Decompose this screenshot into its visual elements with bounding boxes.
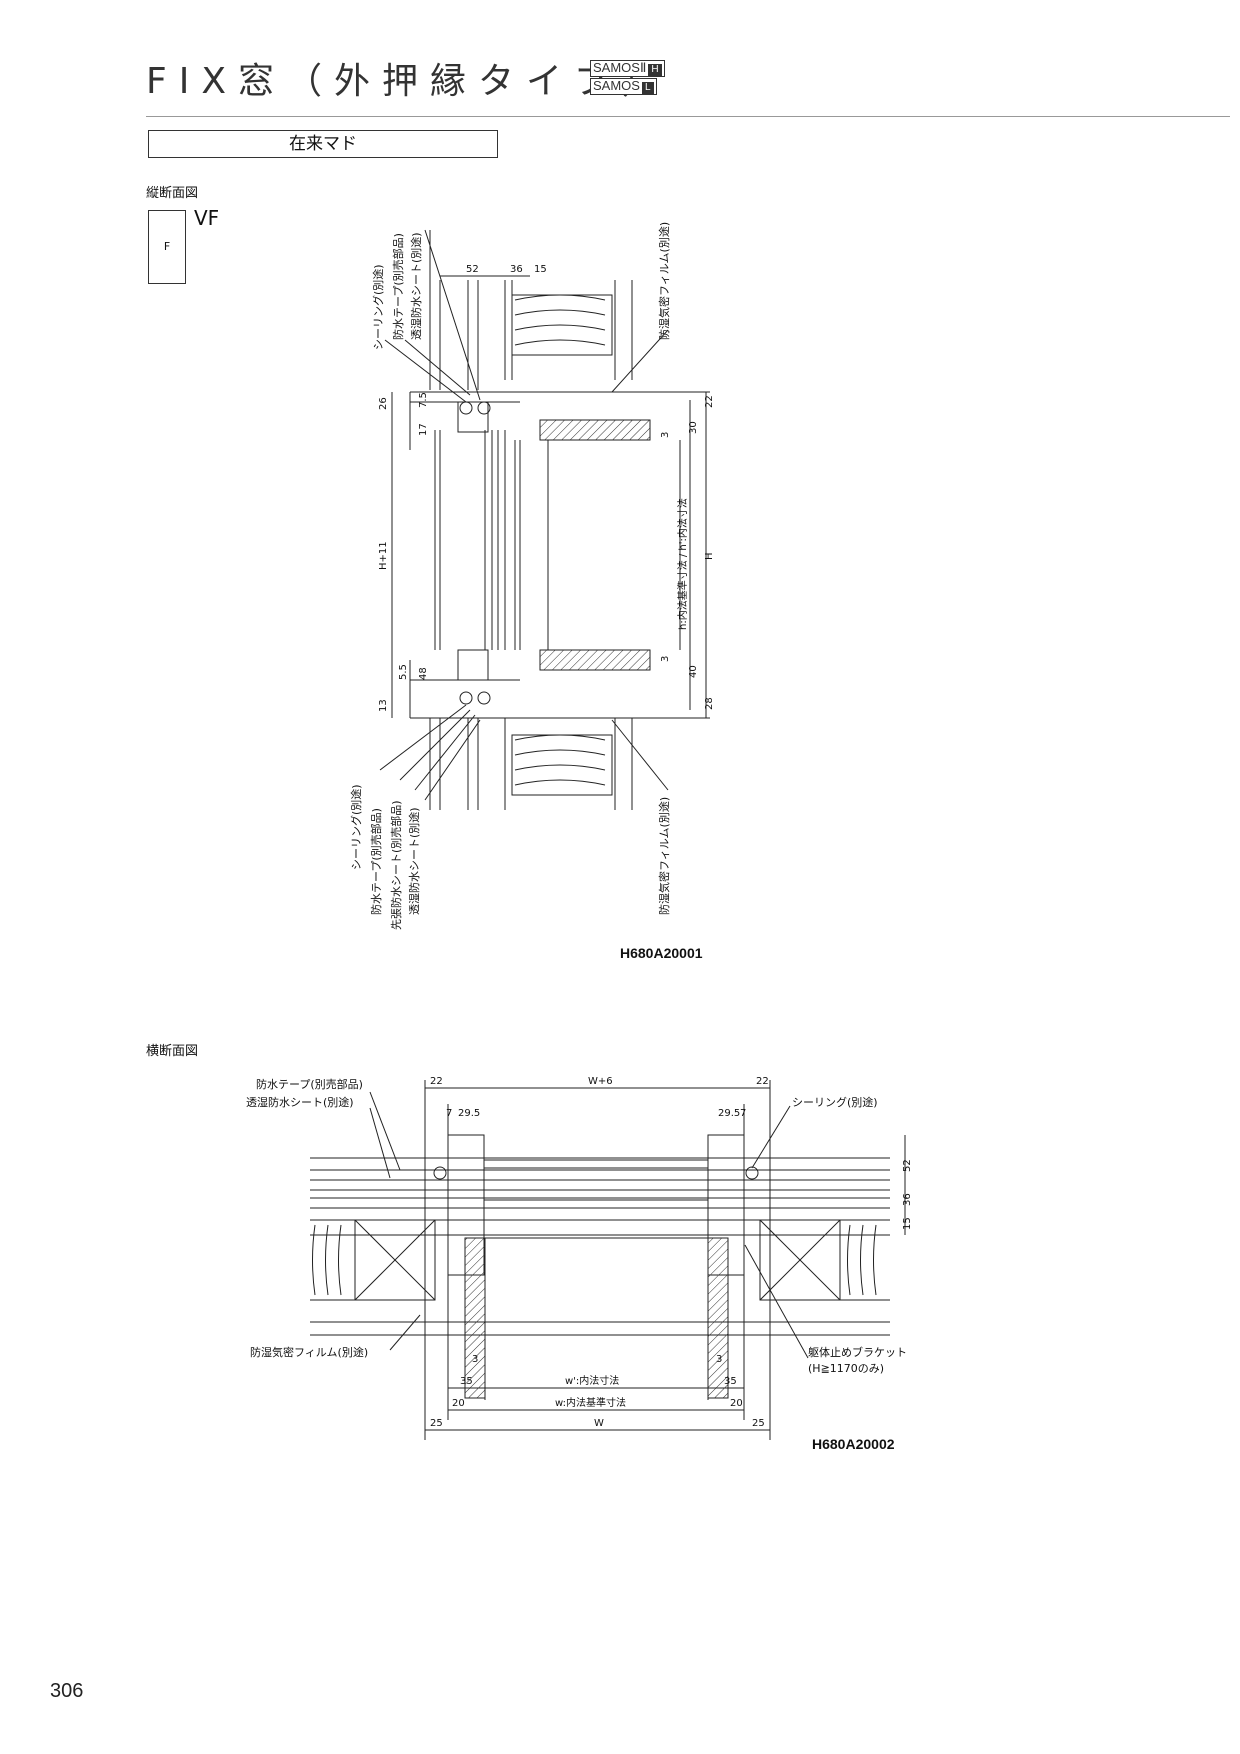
dim-left-48: 48: [418, 667, 429, 680]
dim-top-52: 52: [466, 264, 479, 275]
note-bottom-breathable-sheet: 透湿防水シート(別途): [407, 807, 421, 915]
dim-bottom-25-right: 25: [752, 1418, 765, 1429]
dim-top-29-5-left: 29.5: [458, 1108, 480, 1119]
dim-right-3-top: 3: [660, 432, 671, 438]
dim-right-h: H: [704, 552, 715, 560]
note-waterproof-tape: 防水テープ(別売部品): [256, 1077, 363, 1091]
dim-bottom-inner-w: w:内法基準寸法: [555, 1396, 626, 1409]
series-mark: L: [641, 82, 654, 94]
note-bottom-waterproof-tape: 防水テープ(別売部品): [369, 808, 383, 915]
dim-top-36: 36: [510, 264, 523, 275]
note-breathable-sheet: 透湿防水シート(別途): [246, 1095, 354, 1109]
page-number: 306: [50, 1680, 84, 1702]
dim-bottom-3-right: 3: [716, 1354, 722, 1365]
horizontal-section-drawing: 22 W+6 22 7 29.5 29.5 7 52 36 15 3 3 35 …: [246, 1076, 913, 1440]
dim-right-3-bottom: 3: [660, 656, 671, 662]
dim-right-28: 28: [704, 697, 715, 710]
dim-right-30: 30: [688, 421, 699, 434]
series-name: SAMOSⅡ: [593, 60, 647, 75]
note-top-waterproof-tape: 防水テープ(別売部品): [391, 233, 405, 340]
dim-right-15: 15: [902, 1217, 913, 1230]
dim-bottom-20-right: 20: [730, 1398, 743, 1409]
dim-left-17: 17: [418, 423, 429, 436]
dim-right-36: 36: [902, 1193, 913, 1206]
note-sealing: シーリング(別途): [792, 1095, 878, 1109]
note-bottom-sealing: シーリング(別途): [349, 784, 363, 870]
series-name: SAMOS: [593, 78, 640, 93]
dim-left-h-plus-11: H+11: [378, 541, 389, 570]
note-bottom-vapor-film: 防湿気密フィルム(別途): [657, 797, 671, 915]
drawing-code-vertical: H680A20001: [620, 945, 703, 961]
vertical-section-label: 縦断面図: [146, 186, 199, 201]
header-rule: [146, 116, 1230, 117]
dim-right-40: 40: [688, 665, 699, 678]
type-box: F: [148, 210, 186, 284]
dim-bottom-20-left: 20: [452, 1398, 465, 1409]
note-top-sealing: シーリング(別途): [371, 264, 385, 350]
dim-bottom-3-left: 3: [472, 1354, 478, 1365]
dim-top-7-right: 7: [740, 1108, 746, 1119]
dim-top-15: 15: [534, 264, 547, 275]
dim-top-w-plus-6: W+6: [588, 1076, 613, 1087]
note-top-breathable-sheet: 透湿防水シート(別途): [409, 232, 423, 340]
dim-left-26: 26: [378, 397, 389, 410]
dim-bottom-35-left: 35: [460, 1376, 473, 1387]
dim-bottom-inner-w-prime: w':内法寸法: [565, 1374, 619, 1387]
dim-right-inner-h: h:内法基準寸法 / h':内法寸法: [676, 498, 689, 630]
note-bottom-pre-sheet: 先張防水シート(別売部品): [389, 800, 403, 930]
page-title: FIX窓（外押縁タイプ）: [146, 61, 670, 102]
note-bracket: 躯体止めブラケット: [808, 1345, 907, 1359]
dim-right-52: 52: [902, 1159, 913, 1172]
type-code: VF: [194, 206, 220, 230]
dim-right-22: 22: [704, 395, 715, 408]
dim-left-13: 13: [378, 699, 389, 712]
vertical-section-drawing: 52 36 15 26 7.5 17 H+11 5.5 48 13 22 30 …: [349, 222, 715, 930]
note-bracket-condition: (H≧1170のみ): [808, 1362, 884, 1375]
note-vapor-film: 防湿気密フィルム(別途): [250, 1345, 368, 1359]
method-box: 在来マド: [148, 130, 498, 158]
horizontal-section-label: 横断面図: [146, 1044, 199, 1059]
dim-top-29-5-right: 29.5: [718, 1108, 740, 1119]
dim-bottom-w: W: [594, 1418, 604, 1429]
dim-top-7-left: 7: [446, 1108, 452, 1119]
dim-top-22-left: 22: [430, 1076, 443, 1087]
dim-bottom-25-left: 25: [430, 1418, 443, 1429]
series-mark: H: [648, 64, 662, 76]
dim-top-22-right: 22: [756, 1076, 769, 1087]
drawing-code-horizontal: H680A20002: [812, 1436, 895, 1452]
dim-left-7-5: 7.5: [418, 392, 429, 408]
dim-left-5-5: 5.5: [398, 664, 409, 680]
note-top-vapor-film: 防湿気密フィルム(別途): [657, 222, 671, 340]
dim-bottom-35-right: 35: [724, 1376, 737, 1387]
